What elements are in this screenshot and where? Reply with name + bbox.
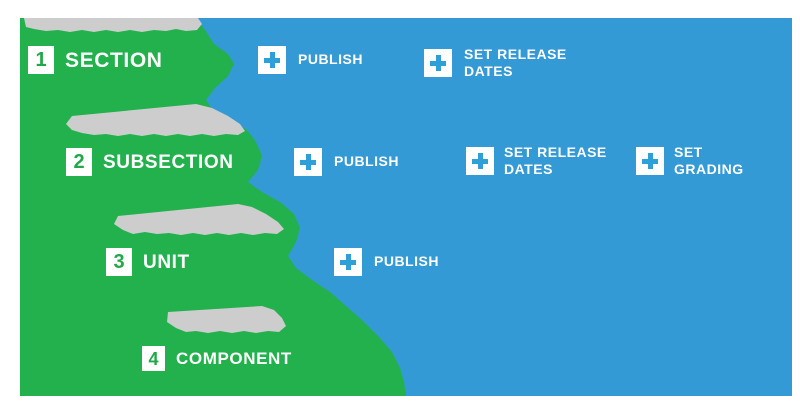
hierarchy-number-badge: 3 bbox=[106, 248, 132, 276]
action-label: SET RELEASE DATES bbox=[464, 46, 567, 80]
action-label: PUBLISH bbox=[334, 153, 399, 170]
plus-icon bbox=[466, 147, 494, 176]
redacted-bar-3 bbox=[167, 306, 286, 333]
redacted-bars bbox=[24, 18, 286, 333]
redacted-bar-2 bbox=[114, 204, 284, 235]
action-label: SET RELEASE DATES bbox=[504, 144, 607, 178]
action-publish-section[interactable]: PUBLISH bbox=[258, 46, 363, 74]
hierarchy-label: SUBSECTION bbox=[103, 151, 234, 173]
action-publish-unit[interactable]: PUBLISH bbox=[334, 248, 439, 276]
action-label: PUBLISH bbox=[374, 253, 439, 270]
redacted-bar-1 bbox=[66, 104, 245, 136]
plus-icon bbox=[334, 248, 362, 276]
hierarchy-node-3[interactable]: 3 UNIT bbox=[106, 248, 190, 276]
plus-icon bbox=[636, 147, 664, 176]
hierarchy-number-badge: 1 bbox=[28, 46, 54, 74]
hierarchy-label: UNIT bbox=[143, 251, 190, 273]
action-set-release-dates-subsection[interactable]: SET RELEASE DATES bbox=[466, 144, 607, 178]
action-set-grading-subsection[interactable]: SET GRADING bbox=[636, 144, 744, 178]
action-set-release-dates-section[interactable]: SET RELEASE DATES bbox=[424, 46, 567, 80]
redacted-bar-0 bbox=[24, 18, 202, 32]
plus-icon bbox=[294, 148, 322, 176]
action-label: SET GRADING bbox=[674, 144, 744, 178]
hierarchy-node-4[interactable]: 4 COMPONENT bbox=[142, 346, 292, 371]
action-publish-subsection[interactable]: PUBLISH bbox=[294, 148, 399, 176]
plus-icon bbox=[424, 49, 452, 78]
hierarchy-label: SECTION bbox=[65, 48, 163, 72]
hierarchy-node-2[interactable]: 2 SUBSECTION bbox=[66, 148, 234, 176]
plus-icon bbox=[258, 46, 286, 74]
hierarchy-number-badge: 2 bbox=[66, 148, 92, 176]
hierarchy-node-1[interactable]: 1 SECTION bbox=[28, 46, 163, 74]
hierarchy-label: COMPONENT bbox=[176, 349, 292, 368]
hierarchy-number-badge: 4 bbox=[142, 346, 165, 371]
action-label: PUBLISH bbox=[298, 51, 363, 68]
